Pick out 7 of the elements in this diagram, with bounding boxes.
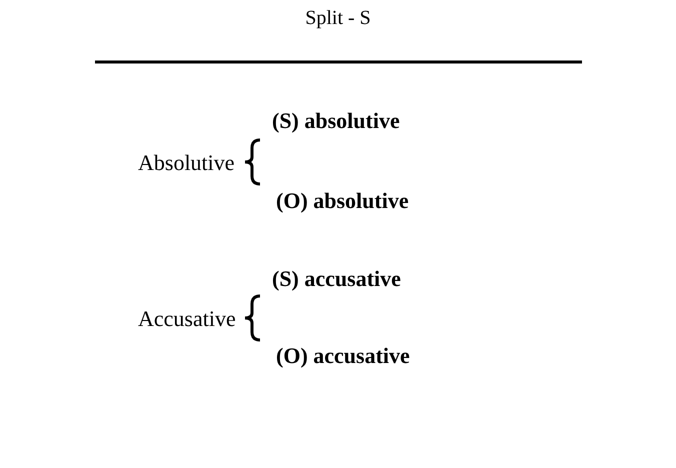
case-label: (O) accusative <box>276 345 410 367</box>
title: Split - S <box>304 8 372 28</box>
case-label: (S) accusative <box>272 268 401 290</box>
case-label: (O) absolutive <box>276 190 409 212</box>
alignment-label: Accusative <box>138 308 236 330</box>
alignment-label: Absolutive <box>138 152 235 174</box>
case-label: (S) absolutive <box>272 110 400 132</box>
